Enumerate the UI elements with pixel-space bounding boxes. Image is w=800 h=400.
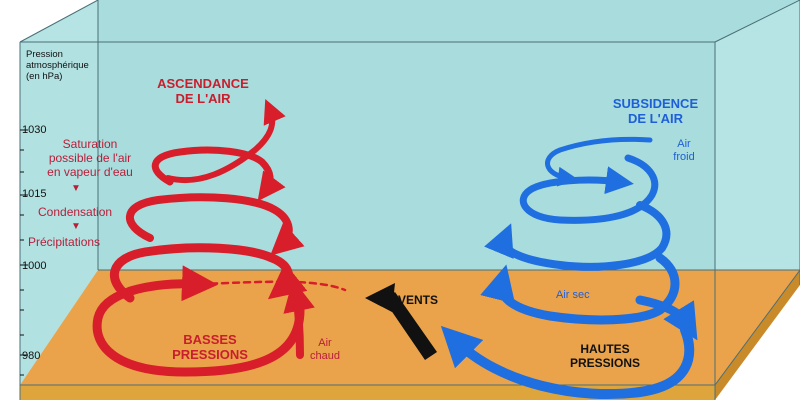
saturation-line2: possible de l'air (48, 150, 132, 165)
red-spiral-top (165, 98, 286, 184)
axis-title-line2: atmosphérique (26, 59, 89, 71)
red-spiral-loop-2 (109, 243, 308, 303)
axis-title-line1: Pression (26, 49, 63, 60)
high-pressure-line1: HAUTES (580, 342, 630, 356)
warm-air-line2: chaud (310, 349, 340, 362)
tick-980: 980 (22, 350, 41, 362)
low-pressure-label: BASSES PRESSIONS (160, 332, 260, 363)
condensation-label: Condensation (38, 205, 113, 219)
saturation-label: Saturation possible de l'air en vapeur d… (30, 137, 150, 179)
blue-spiral-outflow (440, 325, 695, 399)
blue-spiral-loop-4 (480, 253, 680, 325)
box-edges (19, 0, 800, 400)
precipitations-label: Précipitations (28, 235, 101, 249)
warm-air-line1: Air (318, 337, 332, 349)
rising-air-title-line2: DE L'AIR (175, 90, 231, 106)
low-pressure-line2: PRESSIONS (172, 346, 248, 362)
sky-left-wall (20, 0, 98, 385)
cold-air-line1: Air (677, 138, 691, 150)
warm-air-label: Air chaud (305, 337, 345, 362)
subsiding-air-title-line2: DE L'AIR (627, 110, 684, 126)
blue-spiral-loop-2 (519, 154, 659, 224)
winds-label: VENTS (398, 293, 439, 307)
tick-1030: 1030 (22, 124, 47, 136)
saturation-line1: Saturation (62, 137, 118, 151)
wind-arrow (365, 283, 437, 360)
tick-1015: 1015 (22, 188, 47, 200)
axis-title: Pression atmosphérique (en hPa) (26, 49, 89, 83)
step-arrow-1: ▼ (71, 183, 81, 194)
step-arrow-2: ▼ (71, 221, 81, 232)
sky-back-wall (98, 0, 800, 270)
ground-side (715, 270, 800, 400)
axis-title-line3: (en hPa) (26, 70, 63, 82)
red-spiral-loop-3 (126, 193, 305, 256)
cold-air-line2: froid (673, 150, 695, 163)
cold-air-label: Air froid (664, 138, 704, 163)
low-pressure-line1: BASSES (183, 332, 237, 347)
blue-spiral-loop-3 (484, 201, 671, 271)
subsiding-air-title-line1: SUBSIDENCE (612, 96, 699, 111)
rising-air-spiral (92, 98, 347, 377)
subsiding-air-title: SUBSIDENCE DE L'AIR (598, 96, 713, 127)
high-pressure-line2: PRESSIONS (569, 355, 641, 370)
blue-spiral-top (545, 136, 653, 187)
red-spiral-loop-bottom (92, 265, 305, 377)
red-spiral-center-rise (283, 279, 315, 359)
pressure-axis-ticks (20, 129, 28, 376)
tick-1000: 1000 (22, 260, 47, 272)
dry-air-label: Air sec (556, 289, 590, 301)
subsiding-air-spiral (440, 136, 698, 399)
rising-air-title: ASCENDANCE DE L'AIR (148, 76, 258, 107)
saturation-line3: en vapeur d'eau (47, 164, 133, 179)
rising-air-title-line1: ASCENDANCE (157, 76, 249, 91)
red-spiral-loop-4 (151, 146, 286, 202)
high-pressure-label: HAUTES PRESSIONS (550, 342, 660, 371)
blue-spiral-down-right (635, 295, 698, 341)
